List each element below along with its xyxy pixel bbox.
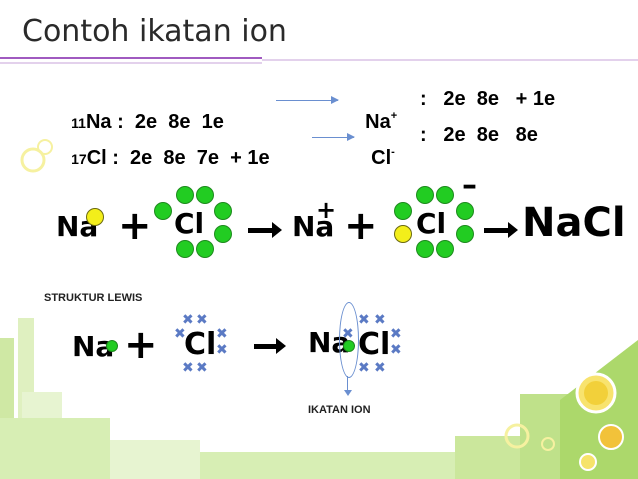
x-electron-icon: ✖ (390, 326, 402, 342)
config-na-ion: : 2e 8e + 1e (420, 88, 556, 110)
cl-electron (214, 202, 232, 220)
symbol-na: Na (85, 111, 112, 133)
cl-ion-electron (436, 240, 454, 258)
cl-electron (196, 240, 214, 258)
down-arrow-icon (347, 376, 348, 392)
atomic-number-na: 11 (71, 115, 86, 131)
lewis-cl: Cl (184, 327, 217, 362)
equation-chlorine: 17Cl : 2e 8e 7e + 1e (60, 124, 270, 170)
bond-highlight-oval (339, 302, 359, 378)
x-electron-icon: ✖ (374, 360, 386, 376)
equation-sodium-ion: Na+ (354, 88, 397, 134)
cl-electron (214, 225, 232, 243)
cl-ion-electron (394, 202, 412, 220)
symbol-cl: Cl (86, 147, 107, 169)
transferred-electron (394, 225, 412, 243)
config-cl: : 2e 8e 7e + 1e (106, 147, 270, 169)
reaction-cl-ion: Cl (416, 207, 447, 240)
cl-electron (176, 186, 194, 204)
cl-ion-electron (456, 225, 474, 243)
cl-ion-electron (436, 186, 454, 204)
config-na: : 2e 8e 1e (111, 111, 224, 133)
lewis-arrow-icon (254, 338, 286, 354)
lewis-cl-ion: Cl (358, 327, 391, 362)
x-electron-icon: ✖ (216, 326, 228, 342)
arrow-icon (276, 96, 339, 104)
transferred-lewis-electron (343, 340, 355, 352)
reaction-arrow-icon (248, 222, 282, 238)
cl-ion-charge: – (462, 168, 477, 203)
na-ion-charge: + (316, 196, 337, 224)
equation-sodium: 11Na : 2e 8e 1e (60, 88, 224, 134)
plus-sign: + (118, 203, 152, 249)
cl-electron (176, 240, 194, 258)
config-cl-ion: : 2e 8e 8e (420, 124, 538, 146)
charge-na-ion: + (390, 110, 398, 122)
reaction-cl: Cl (174, 207, 205, 240)
plus-sign-2: + (344, 203, 378, 249)
x-electron-icon: ✖ (196, 360, 208, 376)
down-arrow-head-icon (344, 390, 352, 396)
symbol-cl-ion: Cl (371, 147, 392, 169)
cl-electron (154, 202, 172, 220)
na-valence-electron (86, 208, 104, 226)
x-electron-icon: ✖ (390, 342, 402, 358)
atomic-number-cl: 17 (71, 151, 87, 167)
cl-ion-electron (416, 240, 434, 258)
ionic-bond-label: IKATAN ION (308, 404, 371, 416)
x-electron-icon: ✖ (182, 312, 194, 328)
reaction-na-ion: Na (292, 210, 335, 243)
symbol-na-ion: Na (365, 111, 391, 133)
x-electron-icon: ✖ (374, 312, 386, 328)
cl-electron (196, 186, 214, 204)
x-electron-icon: ✖ (196, 312, 208, 328)
reaction-arrow-icon (484, 222, 518, 238)
x-electron-icon: ✖ (216, 342, 228, 358)
na-lewis-electron (106, 340, 118, 352)
x-electron-icon: ✖ (182, 360, 194, 376)
x-electron-icon: ✖ (342, 326, 354, 342)
x-electron-icon: ✖ (358, 360, 370, 376)
page-title: Contoh ikatan ion (22, 14, 287, 49)
x-electron-icon: ✖ (174, 326, 186, 342)
charge-cl-ion: - (391, 146, 395, 158)
lewis-label: STRUKTUR LEWIS (44, 292, 143, 304)
arrow-icon (312, 133, 355, 141)
cl-ion-electron (456, 202, 474, 220)
equation-chloride-ion: Cl- (360, 124, 395, 170)
cl-ion-electron (416, 186, 434, 204)
product-nacl: NaCl (522, 200, 626, 246)
lewis-plus: + (124, 322, 158, 368)
x-electron-icon: ✖ (358, 312, 370, 328)
